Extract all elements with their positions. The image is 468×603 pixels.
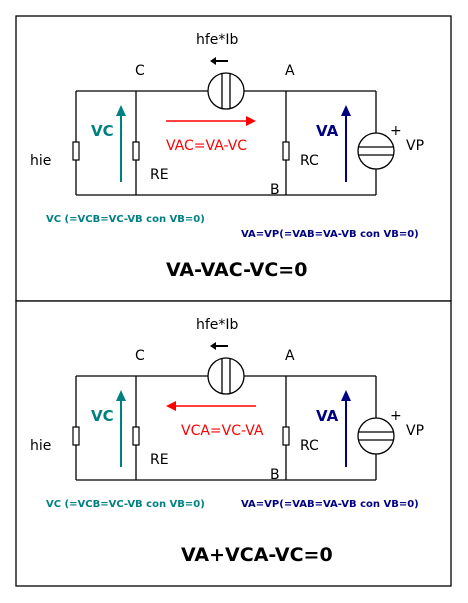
vp-label: VP: [406, 423, 424, 439]
node-a-label: A: [285, 348, 295, 364]
current-source-icon: [207, 72, 245, 110]
node-b-label: B: [270, 182, 280, 198]
hie-resistor: [72, 426, 80, 446]
vac-arrow-icon: [166, 116, 256, 126]
voltage-source-icon: [357, 417, 395, 455]
node-b-label: B: [270, 467, 280, 483]
vp-label: VP: [406, 138, 424, 154]
vc-note: VC (=VCB=VC-VB con VB=0): [46, 499, 205, 510]
va-arrow-icon: [341, 105, 351, 182]
node-c-label: C: [135, 63, 145, 79]
va-note: VA=VP(=VAB=VA-VB con VB=0): [241, 229, 419, 240]
re-label: RE: [150, 452, 169, 468]
panel-1: hfe*Ib C A B hie RE RC VP + VC VA VAC=VA…: [15, 15, 452, 302]
current-source-label: hfe*Ib: [196, 317, 239, 333]
panel-2: hfe*Ib C A B hie RE RC VP + VC VA VCA=VC…: [15, 300, 452, 587]
hie-label: hie: [30, 153, 51, 169]
va-arrow-icon: [341, 390, 351, 467]
rc-resistor: [282, 141, 290, 161]
current-source-label: hfe*Ib: [196, 32, 239, 48]
vc-arrow-icon: [116, 390, 126, 467]
va-note: VA=VP(=VAB=VA-VB con VB=0): [241, 499, 419, 510]
current-source-icon: [207, 357, 245, 395]
equation: VA-VAC-VC=0: [166, 259, 307, 281]
rc-label: RC: [300, 438, 319, 454]
current-direction-arrow-icon: [210, 57, 228, 65]
rc-label: RC: [300, 153, 319, 169]
hie-resistor: [72, 141, 80, 161]
vc-label: VC: [91, 407, 114, 425]
equation: VA+VCA-VC=0: [181, 544, 333, 566]
plus-sign: +: [390, 123, 402, 139]
node-c-label: C: [135, 348, 145, 364]
plus-sign: +: [390, 408, 402, 424]
rc-resistor: [282, 426, 290, 446]
vc-label: VC: [91, 122, 114, 140]
vca-arrow-icon: [166, 401, 256, 411]
re-resistor: [132, 141, 140, 161]
voltage-source-icon: [357, 132, 395, 170]
re-resistor: [132, 426, 140, 446]
hie-label: hie: [30, 438, 51, 454]
current-direction-arrow-icon: [210, 342, 228, 350]
vc-note: VC (=VCB=VC-VB con VB=0): [46, 214, 205, 225]
vac-label: VAC=VA-VC: [166, 138, 247, 154]
vc-arrow-icon: [116, 105, 126, 182]
va-label: VA: [316, 407, 339, 425]
vca-label: VCA=VC-VA: [181, 423, 264, 439]
re-label: RE: [150, 167, 169, 183]
node-a-label: A: [285, 63, 295, 79]
circuit-wires: [75, 375, 377, 481]
va-label: VA: [316, 122, 339, 140]
